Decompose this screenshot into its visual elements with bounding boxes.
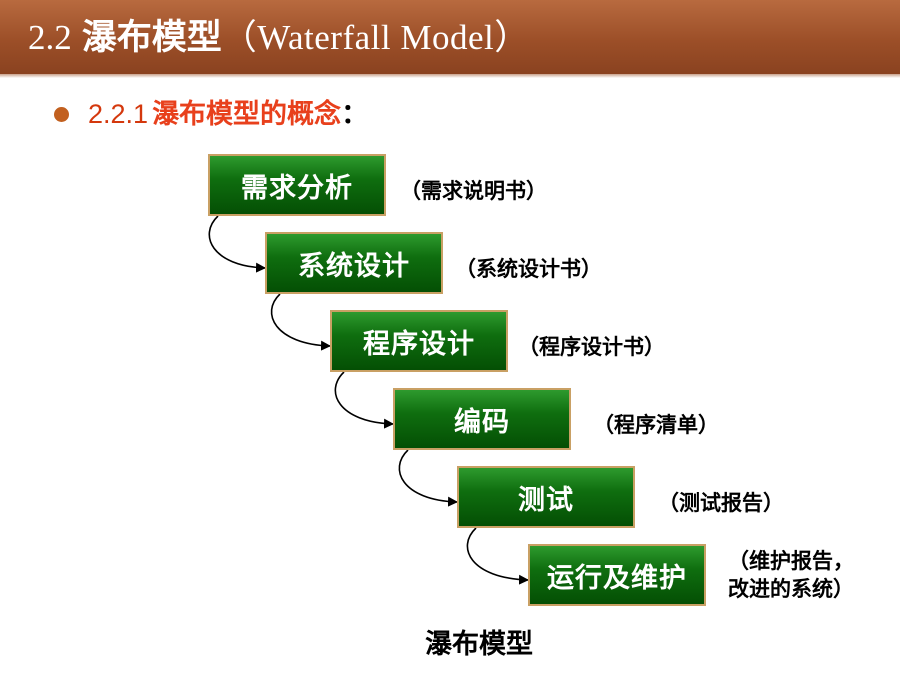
connector-arrow [208,215,266,273]
step-label: 测试 [518,484,574,516]
doc-label-test-report: （测试报告） [658,491,784,515]
diagram-caption: 瀑布模型 [425,629,533,660]
step-label: 需求分析 [241,172,353,204]
step-box-system-design: 系统设计 [265,232,443,294]
step-box-testing: 测试 [457,466,635,528]
bullet-dot-icon [54,107,69,122]
doc-label-program-listing: （程序清单） [593,413,719,437]
step-label: 程序设计 [363,328,475,360]
doc-label-system-design-doc: （系统设计书） [455,257,602,281]
connector-arrow [334,371,394,429]
title-chinese: 瀑布模型 [81,18,222,58]
doc-label-program-design-doc: （程序设计书） [518,335,665,359]
step-box-program-design: 程序设计 [330,310,508,372]
step-box-coding: 编码 [393,388,571,450]
step-box-requirements-analysis: 需求分析 [208,154,386,216]
doc-label-maintenance-report: （维护报告，改进的系统） [728,549,854,601]
step-label: 系统设计 [298,250,410,282]
title-bar [0,0,900,74]
title-english: （Waterfall Model） [221,18,530,57]
title-bar-shadow [0,74,900,78]
connector-arrow [270,293,331,351]
subsection-colon: ： [341,99,369,130]
step-label: 运行及维护 [547,562,687,594]
connector-arrow [466,527,529,585]
step-label: 编码 [454,406,510,438]
section-number: 2.2 [28,18,72,57]
connector-arrow [398,449,458,507]
step-box-operation-maintenance: 运行及维护 [528,544,706,606]
subsection-title: 瀑布模型的概念 [152,99,342,130]
subsection-number: 2.2.1 [88,99,149,129]
doc-label-requirements-spec: （需求说明书） [400,179,547,203]
